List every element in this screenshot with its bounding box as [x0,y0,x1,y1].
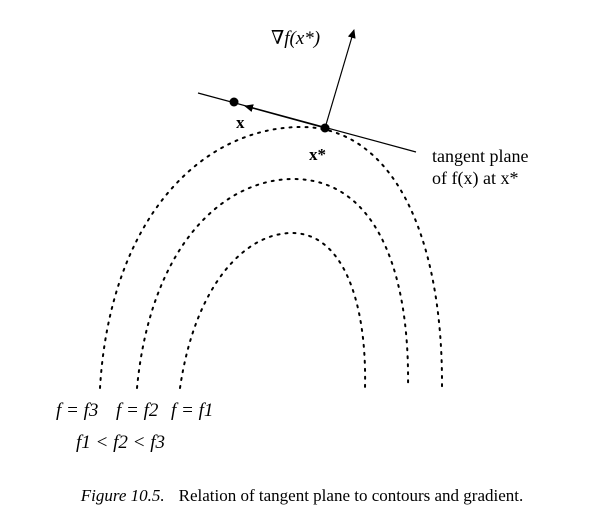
contour-label-f3: f = f3 [56,400,98,421]
contour-label-f2: f = f2 [116,400,159,421]
tangent-label-line1: tangent plane [432,146,528,166]
tangent-direction-arrow [244,104,326,129]
figure-number: Figure 10.5. [80,486,165,505]
contour-f3 [99,125,444,389]
point-x-star [320,123,330,133]
point-x-label: x [236,113,245,132]
ordering-label: f1 < f2 < f3 [76,432,165,453]
contour-f2 [136,177,410,389]
contour-label-f1: f = f1 [171,400,213,421]
gradient-arrow [324,29,356,129]
tangent-label-line2: of f(x) at x* [432,168,518,189]
point-x-star-label: x* [309,145,326,164]
gradient-label: ∇f(x*) [271,28,320,49]
contour-f1 [179,231,367,389]
point-x [229,97,239,107]
figure-caption: Figure 10.5. Relation of tangent plane to… [0,486,604,506]
caption-text: Relation of tangent plane to contours an… [178,486,524,505]
